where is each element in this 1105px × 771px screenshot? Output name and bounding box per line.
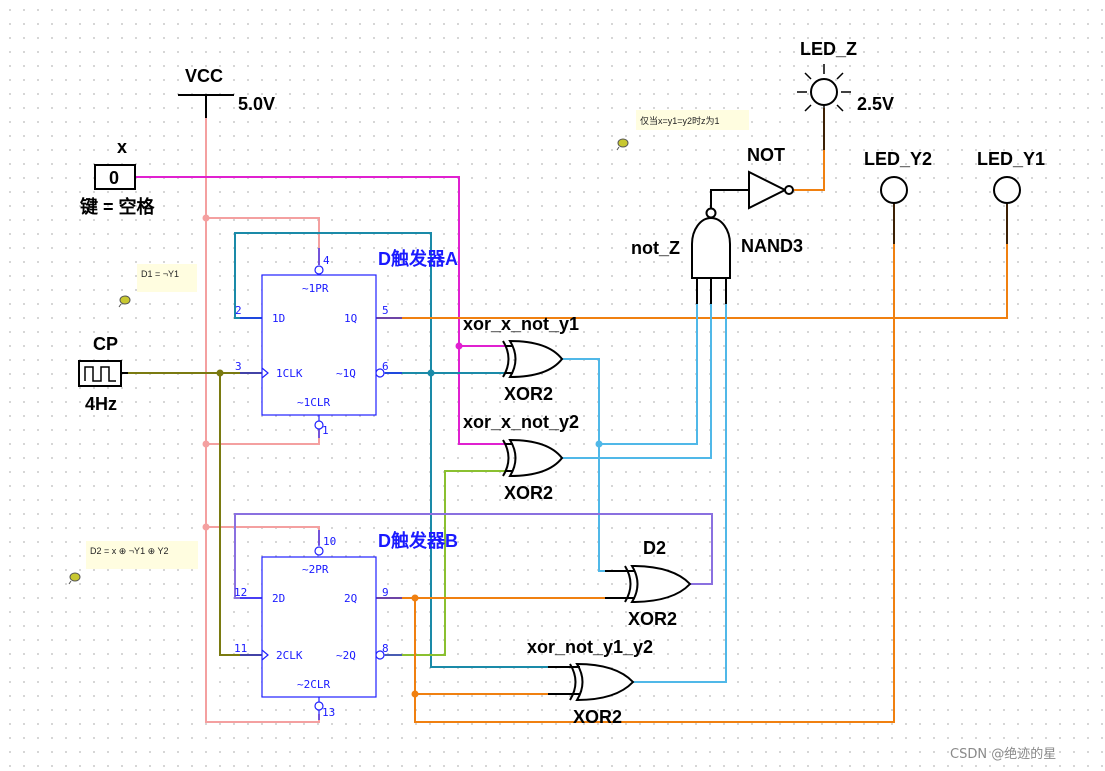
ff-a-pin-pr: 4 [323, 254, 330, 267]
clock-source[interactable]: CP 4Hz [78, 334, 128, 414]
not-gate-name: NOT [747, 145, 785, 165]
xor-gate-2[interactable]: xor_x_not_y2 XOR2 [463, 412, 579, 503]
ff-a-label-d: 1D [272, 312, 285, 325]
ff-b-label-q: 2Q [344, 592, 357, 605]
note-d2[interactable]: D2 = x ⊕ ¬Y1 ⊕ Y2 [68, 541, 198, 585]
ff-b-qn-wire [385, 470, 505, 656]
ff-a-label-clr: ~1CLR [297, 396, 330, 409]
square-wave-icon [84, 366, 116, 382]
note-z-rule[interactable]: 仅当x=y1=y2时z为1 [616, 110, 749, 151]
d2-feedback-wire [234, 513, 713, 599]
led-z-voltage: 2.5V [857, 94, 894, 114]
vcc-source[interactable]: VCC 5.0V [178, 66, 275, 118]
nand3-name: not_Z [631, 238, 680, 258]
led-y1-name: LED_Y1 [977, 149, 1045, 169]
ff-b-pin-clk: 11 [234, 642, 247, 655]
ff-a-pin-d: 2 [235, 304, 242, 317]
flipflop-b[interactable]: D触发器B 10 12 11 13 9 8 ~2PR 2D 2Q 2CLK ~2… [234, 530, 458, 720]
ff-b-pin-d: 12 [234, 586, 247, 599]
ff-a-label-clk: 1CLK [276, 367, 303, 380]
flipflop-b-title: D触发器B [378, 530, 458, 551]
xor-gate-2-type: XOR2 [504, 483, 553, 503]
not-gate[interactable]: NOT [747, 145, 794, 210]
ff-b-pin-pr: 10 [323, 535, 336, 548]
clock-frequency: 4Hz [85, 394, 117, 414]
xor-gate-1[interactable]: xor_x_not_y1 XOR2 [463, 314, 579, 404]
xor-gate-3-name: D2 [643, 538, 666, 558]
note-d1[interactable]: D1 = ¬Y1 [118, 264, 197, 308]
watermark: CSDN @绝迹的星 [950, 746, 1056, 762]
led-rays-icon [797, 64, 851, 112]
note-d1-text: D1 = ¬Y1 [141, 269, 179, 279]
note-pin-icon [118, 295, 131, 308]
xor-gate-4-type: XOR2 [573, 707, 622, 727]
vcc-voltage: 5.0V [238, 94, 275, 114]
led-y2-name: LED_Y2 [864, 149, 932, 169]
junctions [202, 214, 603, 698]
led-y1[interactable]: LED_Y1 [977, 149, 1045, 204]
xor-gate-3-type: XOR2 [628, 609, 677, 629]
ff-b-pin-q: 9 [382, 586, 389, 599]
black-wires [710, 189, 748, 208]
led-z-name: LED_Z [800, 39, 857, 59]
ff-a-label-pr: ~1PR [302, 282, 329, 295]
ff-a-label-qn: ~1Q [336, 367, 356, 380]
xor-gate-1-name: xor_x_not_y1 [463, 314, 579, 334]
xor-gate-4-name: xor_not_y1_y2 [527, 637, 653, 657]
xor-to-nand-wires [562, 304, 727, 683]
xor-gate-3[interactable]: D2 XOR2 [624, 538, 692, 629]
ff-b-label-d: 2D [272, 592, 285, 605]
led-z[interactable]: LED_Z 2.5V [797, 39, 894, 114]
xor-input-stubs [505, 345, 635, 695]
x-value: 0 [109, 168, 119, 188]
nand3-type: NAND3 [741, 236, 803, 256]
flipflop-a-title: D触发器A [378, 248, 458, 269]
x-key-label: 键 = 空格 [79, 196, 156, 217]
ff-b-pin-qn: 8 [382, 642, 389, 655]
x-input-switch[interactable]: x 0 键 = 空格 [79, 137, 156, 217]
ff-a-pin-clr: 1 [322, 424, 329, 437]
note-z-rule-text: 仅当x=y1=y2时z为1 [640, 115, 720, 126]
note-d2-text: D2 = x ⊕ ¬Y1 ⊕ Y2 [90, 546, 168, 556]
x-input-wire [135, 176, 505, 445]
ff-b-label-qn: ~2Q [336, 649, 356, 662]
ff-b-pin-clr: 13 [322, 706, 335, 719]
note-pin-icon [68, 572, 81, 585]
led-y2[interactable]: LED_Y2 [864, 149, 932, 204]
x-label: x [117, 137, 127, 157]
ff-a-pin-qn: 6 [382, 360, 389, 373]
vcc-label: VCC [185, 66, 223, 86]
ff-b-label-clk: 2CLK [276, 649, 303, 662]
clock-label: CP [93, 334, 118, 354]
wires [128, 105, 1008, 723]
ff-a-pin-q: 5 [382, 304, 389, 317]
ff-b-label-pr: ~2PR [302, 563, 329, 576]
flipflop-a[interactable]: D触发器A 4 2 3 1 5 6 ~1PR 1D 1Q 1CLK ~1Q ~1… [235, 248, 458, 438]
xor-gate-1-type: XOR2 [504, 384, 553, 404]
led-stems [823, 105, 1008, 244]
x-value-box[interactable] [94, 164, 136, 190]
ff-a-label-q: 1Q [344, 312, 357, 325]
nand3-gate[interactable]: not_Z NAND3 [631, 207, 803, 305]
ff-a-pin-clk: 3 [235, 360, 242, 373]
note-pin-icon [616, 138, 629, 151]
xor-gate-2-name: xor_x_not_y2 [463, 412, 579, 432]
ff-b-label-clr: ~2CLR [297, 678, 330, 691]
xor-gate-4[interactable]: xor_not_y1_y2 XOR2 [527, 637, 653, 727]
